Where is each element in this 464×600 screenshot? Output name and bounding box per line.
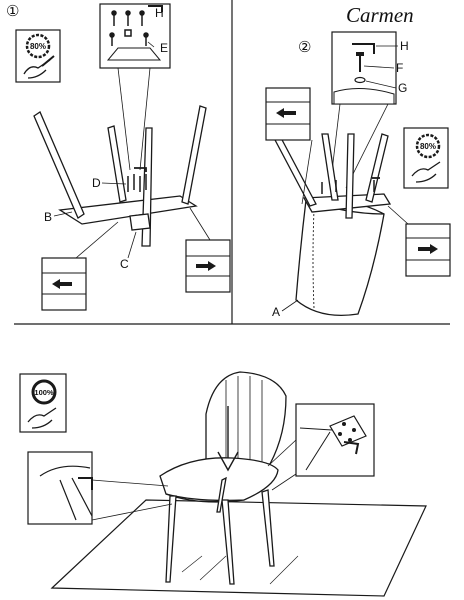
step-1-number: ① bbox=[6, 3, 19, 20]
zoom-box-leg-joint bbox=[28, 452, 172, 524]
arrow-box-right-step-2 bbox=[388, 206, 450, 276]
brand-name: Carmen bbox=[346, 3, 414, 27]
chair-frame-step-1 bbox=[34, 106, 206, 246]
label-H-step-1: H bbox=[155, 6, 164, 20]
floor-rug bbox=[52, 500, 426, 596]
step-3-panel: 100% bbox=[20, 372, 426, 596]
label-D: D bbox=[92, 176, 101, 190]
assembled-chair bbox=[160, 372, 286, 584]
step-2-number: ② bbox=[298, 39, 311, 56]
zoom-box-seat-bolt: H F G bbox=[332, 32, 409, 104]
label-B: B bbox=[44, 210, 52, 224]
label-C: C bbox=[120, 257, 129, 271]
label-G: G bbox=[398, 81, 407, 95]
torque-box-step-2: 80% bbox=[404, 128, 448, 188]
label-H-step-2: H bbox=[400, 39, 409, 53]
torque-percent-step-1: 80% bbox=[30, 42, 46, 51]
step-2-panel: ② H F G 80% bbox=[266, 32, 450, 319]
label-A: A bbox=[272, 305, 280, 319]
torque-box-step-3: 100% bbox=[20, 374, 66, 432]
chair-seat-step-2 bbox=[274, 134, 390, 315]
torque-box-step-1: 80% bbox=[16, 30, 60, 82]
label-F: F bbox=[396, 61, 403, 75]
step-1-panel: ① 80% H E bbox=[6, 3, 230, 310]
label-E: E bbox=[160, 41, 168, 55]
arrow-box-left-step-2 bbox=[266, 88, 312, 204]
torque-percent-step-3: 100% bbox=[34, 388, 54, 397]
zoom-box-screws-step-1: H E bbox=[100, 4, 170, 68]
torque-percent-step-2: 80% bbox=[420, 142, 436, 151]
arrow-box-right-step-1 bbox=[186, 208, 230, 292]
arrow-box-left-step-1 bbox=[42, 222, 118, 310]
